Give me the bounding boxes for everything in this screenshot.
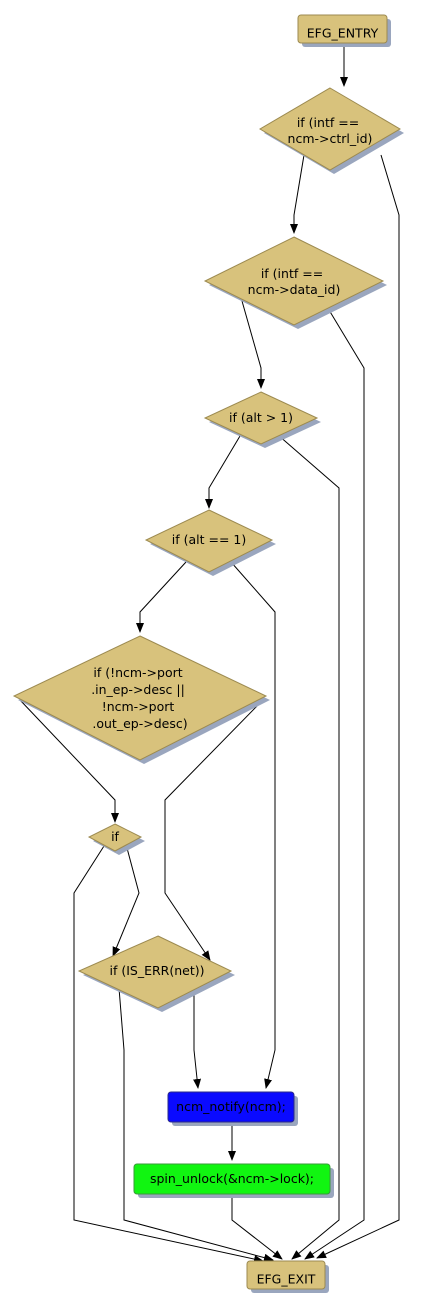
decision-port-desc-label: if (!ncm->port .in_ep->desc || !ncm->por…: [91, 665, 189, 731]
edge-alteq-to-port: [136, 561, 187, 633]
decision-port-desc-line-4: .out_ep->desc): [92, 716, 187, 731]
decision-is-err: if (IS_ERR(net)): [77, 935, 235, 1012]
decision-port-desc-line-3: !ncm->port: [102, 699, 175, 714]
decision-port-desc-line-2: .in_ep->desc ||: [91, 682, 185, 697]
node-entry: EFG_ENTRY: [297, 14, 391, 47]
decision-port-desc: if (!ncm->port .in_ep->desc || !ncm->por…: [12, 635, 270, 764]
edge-altgt-to-alteq: [205, 435, 241, 509]
decision-if: if: [87, 823, 145, 855]
decision-ctrl-id-label: if (intf == ncm->ctrl_id): [288, 115, 373, 146]
node-notify: ncm_notify(ncm);: [167, 1091, 298, 1126]
decision-alt-eq-1: if (alt == 1): [144, 509, 276, 576]
decision-port-desc-line-1: if (!ncm->port: [93, 665, 182, 680]
edge-iserr-to-notify: [193, 988, 202, 1089]
decision-alt-gt-1-label: if (alt > 1): [229, 410, 293, 425]
node-notify-label: ncm_notify(ncm);: [176, 1099, 286, 1114]
edge-port-to-if: [19, 699, 119, 823]
decision-data-id-label: if (intf == ncm->data_id): [248, 266, 341, 297]
edge-if-to-exit: [73, 845, 264, 1264]
node-unlock-label: spin_unlock(&ncm->lock);: [150, 1171, 314, 1186]
decision-data-id-line-2: ncm->data_id): [248, 282, 341, 297]
edge-if-to-iserr: [112, 847, 140, 957]
edge-iserr-to-exit: [118, 987, 274, 1262]
decision-alt-gt-1: if (alt > 1): [203, 391, 321, 448]
decision-alt-eq-1-label: if (alt == 1): [172, 532, 246, 547]
decision-data-id-line-1: if (intf ==: [261, 266, 323, 281]
edge-data-to-exit: [304, 309, 365, 1260]
decision-ctrl-id-line-1: if (intf ==: [297, 115, 359, 130]
node-exit: EFG_EXIT: [246, 1260, 329, 1293]
edge-ctrl-to-data: [290, 154, 305, 234]
node-unlock: spin_unlock(&ncm->lock);: [133, 1163, 334, 1198]
edge-data-to-altgt: [241, 300, 265, 389]
edges: [19, 46, 400, 1264]
node-exit-label: EFG_EXIT: [257, 1272, 316, 1287]
edge-altgt-to-exit: [277, 434, 340, 1260]
decision-ctrl-id: if (intf == ncm->ctrl_id): [259, 87, 404, 174]
edge-port-to-iserr: [164, 704, 259, 961]
edge-unlock-to-exit: [231, 1196, 283, 1260]
decision-is-err-label: if (IS_ERR(net)): [109, 963, 204, 978]
edge-alteq-to-notify: [230, 561, 276, 1089]
decision-if-label: if: [111, 829, 119, 844]
decision-data-id: if (intf == ncm->data_id): [203, 236, 387, 329]
node-entry-label: EFG_ENTRY: [307, 26, 379, 41]
decision-ctrl-id-line-2: ncm->ctrl_id): [288, 131, 373, 146]
edge-ctrl-to-exit: [316, 154, 400, 1259]
